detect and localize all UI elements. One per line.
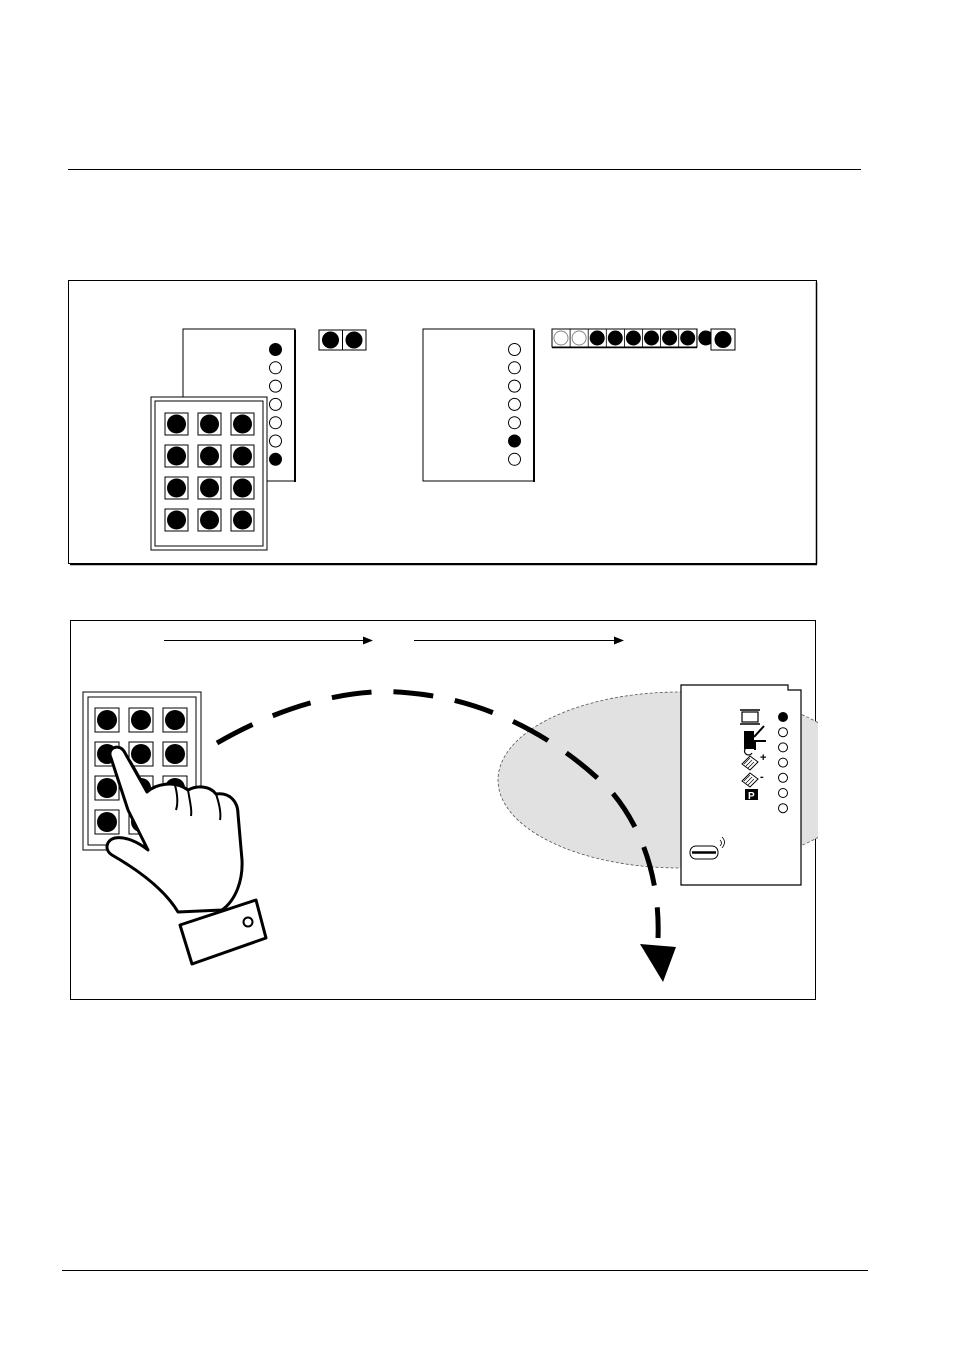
- jumper-pin: [715, 332, 731, 348]
- top-rule: [68, 169, 861, 170]
- bottom-rule: [62, 1270, 868, 1271]
- keypad-key: [129, 708, 153, 732]
- indicator-led: [779, 789, 788, 798]
- battery-icon: [740, 710, 760, 724]
- keypad-key: [165, 477, 188, 499]
- receiver-board: + -P: [681, 685, 801, 885]
- diagram-2-svg: + -P: [70, 620, 818, 1002]
- keypad-key: [163, 742, 187, 766]
- keypad-key: [198, 477, 221, 499]
- indicator-led: [270, 453, 282, 465]
- keypad-key: [231, 445, 254, 467]
- keypad-key: [165, 413, 188, 435]
- jumper-pin: [626, 331, 640, 345]
- keypad-key: [163, 708, 187, 732]
- indicator-led: [509, 417, 521, 429]
- indicator-led: [509, 380, 521, 392]
- keypad-key: [129, 742, 153, 766]
- svg-text:+: +: [760, 752, 766, 764]
- indicator-led: [509, 435, 521, 447]
- keypad-key: [165, 509, 188, 531]
- svg-text:P: P: [748, 791, 755, 802]
- jumper-pin: [590, 331, 604, 345]
- control-board-b: [423, 329, 535, 482]
- keypad-key: [95, 708, 119, 732]
- indicator-led: [509, 398, 521, 410]
- jumper-pin: [323, 332, 339, 348]
- jumper-pair: [319, 330, 366, 350]
- indicator-led: [779, 758, 788, 767]
- jumper-pin: [572, 331, 586, 345]
- diagram-1: [68, 280, 818, 566]
- indicator-led: [509, 453, 521, 465]
- jumper-strip: [552, 329, 713, 348]
- indicator-led: [779, 773, 788, 782]
- indicator-led: [270, 435, 282, 447]
- keypad-key: [95, 810, 119, 834]
- jumper-pin: [645, 331, 659, 345]
- indicator-led: [509, 344, 521, 356]
- jumper-pin: [346, 332, 362, 348]
- indicator-led: [270, 398, 282, 410]
- keypad-key: [95, 776, 119, 800]
- indicator-led: [779, 743, 788, 752]
- jumper-pin: [554, 331, 568, 345]
- keypad-key: [231, 477, 254, 499]
- indicator-led: [270, 380, 282, 392]
- diagram-1-svg: [68, 280, 818, 566]
- keypad-key: [231, 509, 254, 531]
- jumper-pin: [681, 331, 695, 345]
- indicator-led: [779, 728, 788, 737]
- keypad-key: [198, 413, 221, 435]
- keypad-1: [151, 397, 267, 550]
- jumper-pin: [663, 331, 677, 345]
- single-jumper: [711, 329, 735, 350]
- indicator-led: [779, 713, 788, 722]
- jumper-pin: [608, 331, 622, 345]
- svg-text:-: -: [760, 771, 764, 783]
- keypad-key: [165, 445, 188, 467]
- keypad-key: [231, 413, 254, 435]
- indicator-led: [270, 417, 282, 429]
- keypad-key: [198, 445, 221, 467]
- indicator-led: [270, 344, 282, 356]
- keypad-key: [198, 509, 221, 531]
- diagram-2: + -P: [70, 620, 818, 1002]
- indicator-led: [270, 362, 282, 374]
- indicator-led: [509, 362, 521, 374]
- indicator-led: [779, 804, 788, 813]
